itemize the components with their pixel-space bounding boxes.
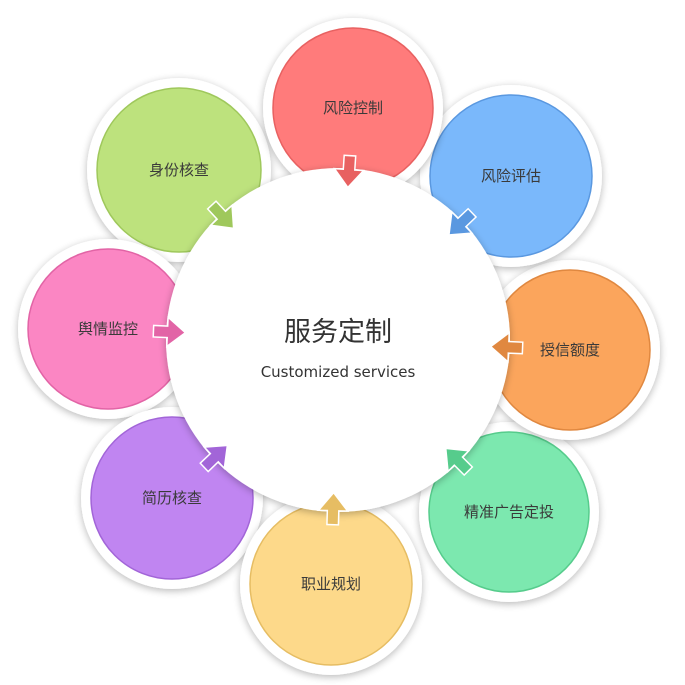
arrow-precise-ad-targeting	[444, 447, 474, 477]
arrow-risk-assessment	[448, 207, 478, 236]
arrow-identity-check	[206, 200, 235, 230]
center-hub: 服务定制 Customized services	[166, 168, 510, 512]
petal-precise-ad-targeting: 精准广告定投	[419, 422, 599, 602]
arrow-risk-control	[332, 154, 366, 189]
petal-label: 舆情监控	[78, 320, 138, 338]
petal-public-opinion-monitoring: 舆情监控	[18, 239, 198, 419]
arrow-resume-check	[199, 444, 229, 473]
petal-label: 精准广告定投	[464, 503, 554, 521]
center-subtitle: Customized services	[261, 363, 416, 381]
petal-credit-limit: 授信额度	[480, 260, 660, 440]
arrow-career-planning	[316, 491, 350, 526]
arrow-credit-limit	[489, 331, 524, 364]
petal-label: 简历核查	[142, 489, 202, 507]
center-title: 服务定制	[284, 317, 392, 348]
petal-label: 授信额度	[540, 341, 600, 359]
petal-disc	[428, 431, 590, 593]
arrow-public-opinion-monitoring	[152, 315, 187, 348]
center-circle	[166, 168, 510, 512]
petal-career-planning: 职业规划	[240, 493, 422, 675]
arrows-layer	[152, 154, 524, 526]
petal-label: 职业规划	[301, 575, 361, 593]
petal-risk-control: 风险控制	[263, 18, 443, 198]
petal-label: 风险评估	[481, 167, 541, 185]
petal-label: 身份核查	[149, 161, 209, 179]
petal-label: 风险控制	[323, 99, 383, 117]
